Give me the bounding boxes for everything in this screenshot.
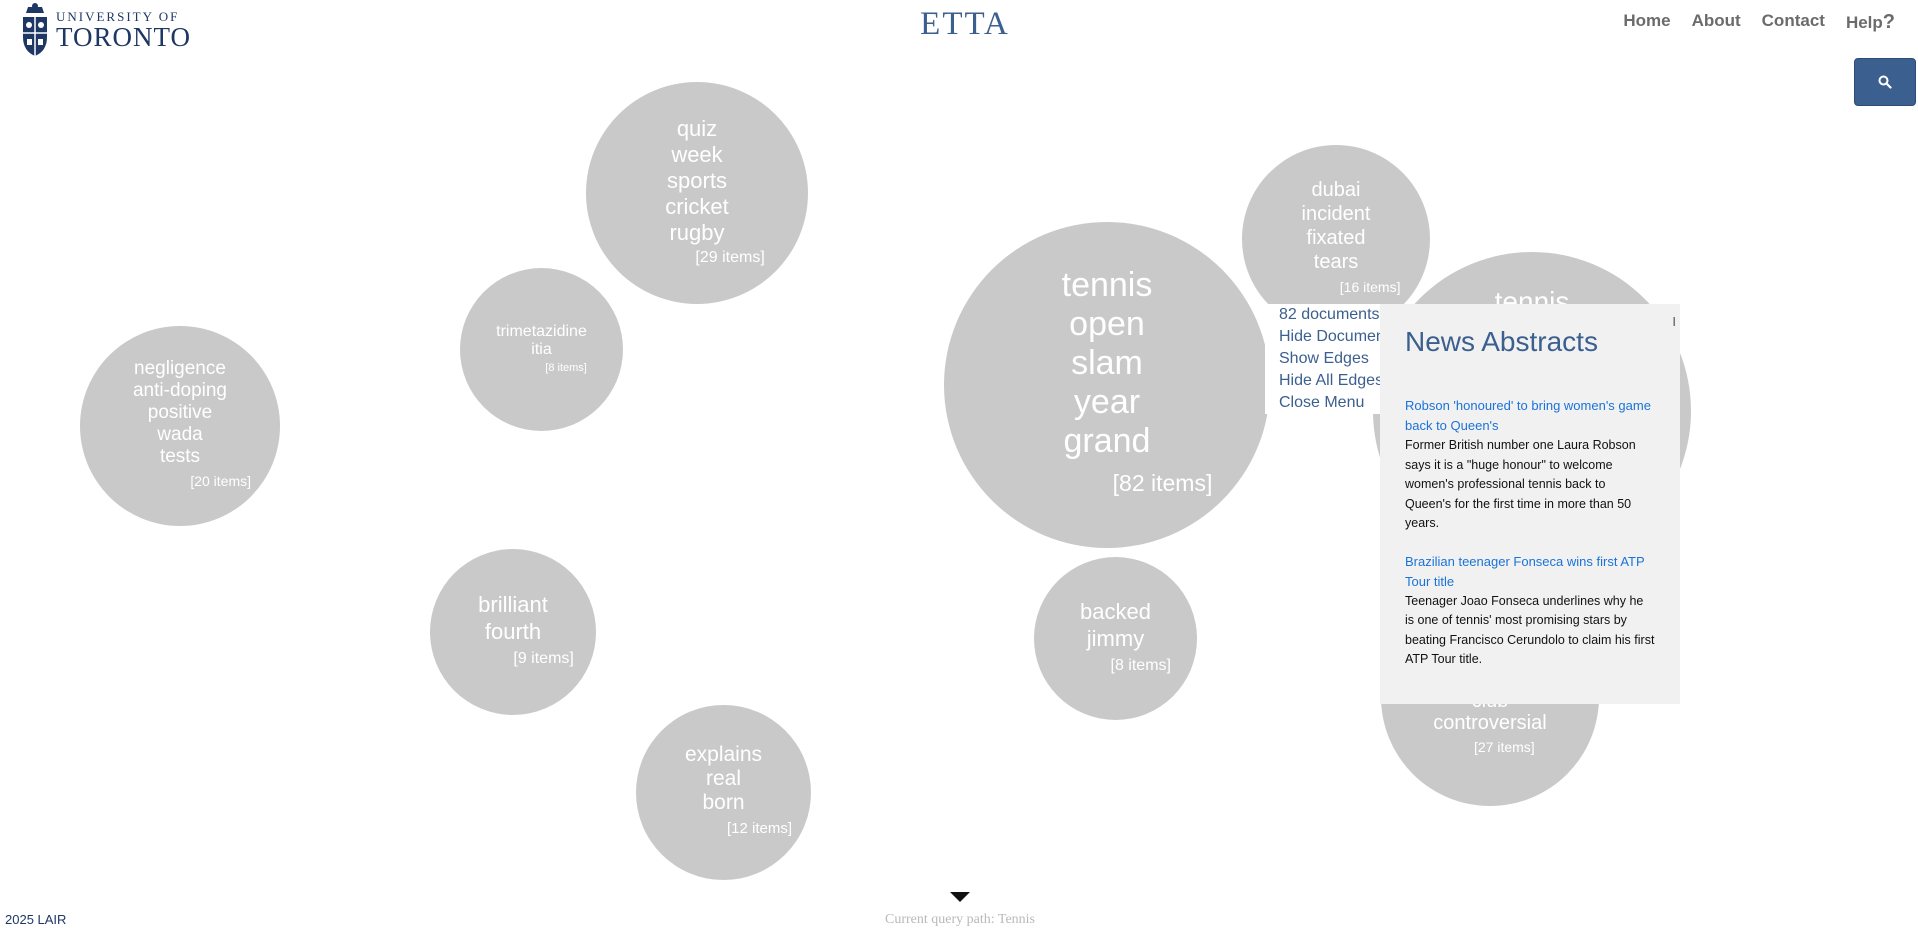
copyright-text: 2025 LAIR — [5, 912, 67, 927]
university-logo[interactable]: UNIVERSITY OF TORONTO — [20, 2, 191, 58]
nav-help-suffix: ? — [1882, 11, 1895, 33]
bubble-word: incident — [1301, 203, 1371, 225]
menu-show-edges[interactable]: Show Edges — [1279, 350, 1369, 367]
bubble-word: quiz — [676, 116, 718, 141]
menu-hide-all-edges[interactable]: Hide All Edges — [1279, 372, 1384, 389]
panel-heading: News Abstracts — [1405, 326, 1598, 357]
bubble-word: open — [1069, 304, 1145, 343]
bubble-word: anti-doping — [132, 380, 228, 401]
nav-about[interactable]: About — [1691, 11, 1741, 30]
crest-icon — [23, 3, 47, 56]
topic-bubble-tennis-open[interactable]: tennis open slam year grand [82 items] — [944, 222, 1270, 548]
bubble-word: cricket — [665, 194, 729, 219]
nav-help-label: Help — [1845, 13, 1883, 32]
topic-bubble-backed[interactable]: backed jimmy [8 items] — [1034, 557, 1197, 720]
search-icon — [1878, 75, 1892, 89]
bubble-count: [12 items] — [727, 819, 793, 837]
query-path-text: Current query path: Tennis — [884, 912, 1035, 927]
bubble-word: sports — [667, 168, 727, 193]
bubble-count: [8 items] — [545, 361, 587, 374]
site-title[interactable]: ETTA — [920, 6, 1010, 42]
bubble-word: trimetazidine — [496, 322, 587, 340]
logo-text-bottom: TORONTO — [56, 21, 192, 52]
bubble-word: backed — [1080, 598, 1151, 624]
bubble-word: brilliant — [478, 592, 548, 617]
topic-bubble-dubai[interactable]: dubai incident fixated tears [16 items] — [1242, 145, 1430, 333]
bubble-word: week — [671, 142, 723, 167]
topic-bubble-quiz[interactable]: quiz week sports cricket rugby [29 items… — [586, 82, 808, 304]
topic-bubble-explains[interactable]: explains real born [12 items] — [636, 705, 811, 880]
article-title-link[interactable]: Brazilian teenager Fonseca wins first AT… — [1405, 553, 1645, 589]
menu-documents-count[interactable]: 82 documents — [1279, 306, 1380, 323]
bubble-word: jimmy — [1086, 625, 1145, 651]
bubble-word: fixated — [1306, 227, 1366, 249]
panel-close-button[interactable]: I — [1672, 314, 1676, 329]
menu-close[interactable]: Close Menu — [1279, 394, 1365, 411]
bubble-count: [82 items] — [1112, 469, 1213, 496]
bubble-word: born — [702, 790, 745, 814]
bubble-count: [27 items] — [1473, 739, 1535, 755]
bubble-word: wada — [157, 424, 203, 445]
topic-bubble-brilliant[interactable]: brilliant fourth [9 items] — [430, 549, 596, 715]
article-title-link[interactable]: Robson 'honoured' to bring women's game … — [1405, 398, 1651, 433]
bubble-word: itia — [531, 340, 552, 358]
article-abstract: Former British number one Laura Robson s… — [1405, 438, 1636, 530]
article-abstract: Teenager Joao Fonseca underlines why he … — [1405, 593, 1655, 667]
bubble-count: [16 items] — [1339, 279, 1401, 295]
bubble-count: [20 items] — [190, 473, 252, 489]
bubble-word: tennis — [1061, 265, 1153, 304]
bubble-word: dubai — [1311, 179, 1361, 201]
nav-home[interactable]: Home — [1623, 11, 1671, 30]
menu-hide-documents[interactable]: Hide Documents — [1279, 328, 1398, 345]
news-abstracts-panel: I News Abstracts Robson 'honoured' to br… — [1380, 304, 1680, 704]
bubble-word: controversial — [1433, 712, 1547, 734]
caret-down-icon[interactable] — [950, 892, 970, 902]
bubble-word: negligence — [134, 358, 226, 379]
bubble-word: real — [705, 766, 742, 790]
bubble-word: rugby — [669, 220, 725, 245]
bubble-word: positive — [147, 402, 213, 423]
topic-bubble-negligence[interactable]: negligence anti-doping positive wada tes… — [80, 326, 280, 526]
bubble-word: explains — [684, 742, 763, 766]
bubble-word: grand — [1063, 421, 1151, 460]
top-nav: Home About Contact Help? — [1602, 11, 1895, 34]
bubble-context-menu: 82 documents Hide Documents Show Edges H… — [1265, 304, 1398, 414]
bubble-word: slam — [1071, 343, 1143, 382]
bubble-word: tears — [1313, 251, 1359, 273]
nav-help[interactable]: Help? — [1846, 11, 1895, 34]
logo-text-top: UNIVERSITY OF — [56, 8, 180, 24]
bubble-word: tests — [159, 446, 201, 467]
topic-bubble-trimetazidine[interactable]: trimetazidine itia [8 items] — [460, 268, 623, 431]
bubble-word: fourth — [484, 619, 542, 644]
bubble-count: [8 items] — [1110, 656, 1171, 674]
bubble-count: [9 items] — [513, 650, 574, 667]
nav-contact[interactable]: Contact — [1761, 11, 1825, 30]
bubble-word: year — [1073, 382, 1141, 421]
bubble-count: [29 items] — [695, 249, 765, 266]
search-button[interactable] — [1854, 58, 1916, 106]
